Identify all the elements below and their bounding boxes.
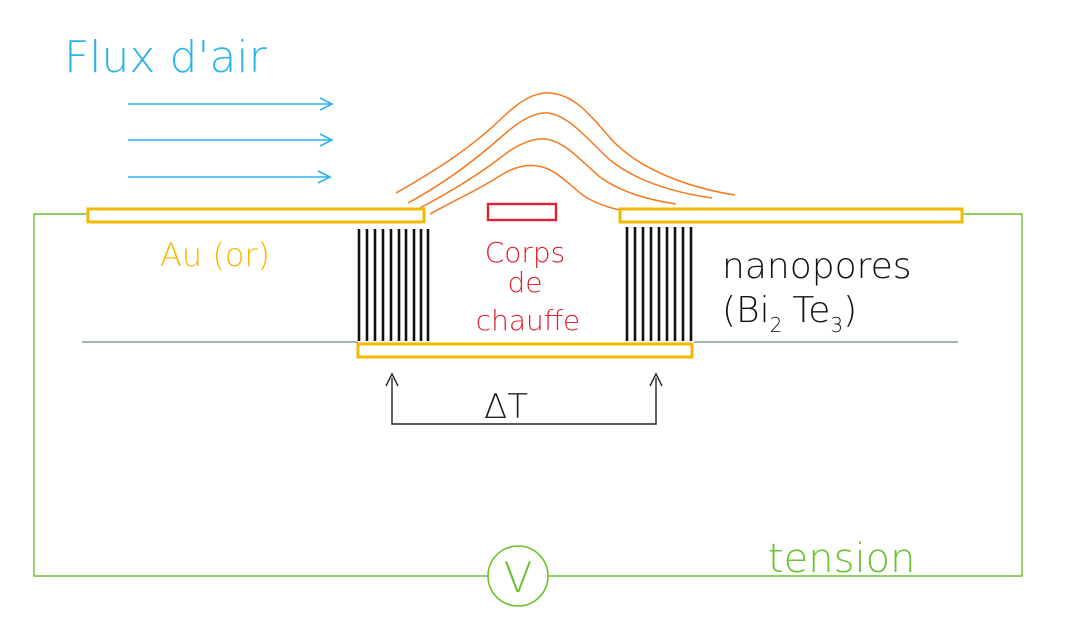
heat-wave-3 — [419, 138, 677, 209]
heater-label-line2: de — [508, 266, 543, 299]
nanopores-label-formula: (Bi2 Te3) — [722, 290, 857, 337]
airflow-arrow-3 — [128, 170, 332, 184]
heater-label-line1: Corps — [485, 236, 566, 269]
heater-element — [486, 202, 558, 222]
formula-te: Te — [792, 290, 830, 331]
circuit-wire — [33, 213, 1023, 577]
heat-waves — [395, 92, 736, 215]
heater-label: Corps de chauffe — [476, 236, 581, 337]
gold-electrodes — [86, 207, 964, 359]
heat-wave-1 — [395, 92, 736, 196]
nanopore-leg-right — [625, 227, 693, 341]
nanopores-label: nanopores (Bi2 Te3) — [722, 246, 912, 337]
delta-t-bracket — [385, 372, 663, 425]
gold-label: Au (or) — [160, 236, 270, 274]
voltmeter: V — [487, 545, 549, 607]
nanopores-label-line1: nanopores — [722, 246, 912, 287]
gold-electrode-bottom — [356, 342, 694, 359]
gold-electrode-top-left — [86, 207, 426, 224]
nanopore-leg-left — [357, 229, 430, 341]
voltage-label: tension — [768, 536, 915, 582]
formula-sub-bi: 2 — [770, 313, 783, 337]
formula-sub-te: 3 — [830, 313, 843, 337]
airflow-label: Flux d'air — [64, 32, 268, 83]
airflow-arrow-2 — [128, 133, 334, 147]
airflow-arrows — [128, 97, 334, 184]
heater-label-line3: chauffe — [476, 304, 581, 337]
voltmeter-circle — [487, 545, 549, 607]
delta-t-label: ΔT — [484, 387, 528, 427]
heat-wave-4 — [429, 164, 633, 215]
formula-close: ) — [843, 290, 857, 331]
formula-open: (Bi — [722, 290, 770, 331]
gold-electrode-top-right — [618, 207, 964, 224]
voltmeter-symbol: V — [504, 553, 533, 602]
heat-wave-2 — [407, 112, 713, 204]
airflow-arrow-1 — [128, 97, 334, 111]
